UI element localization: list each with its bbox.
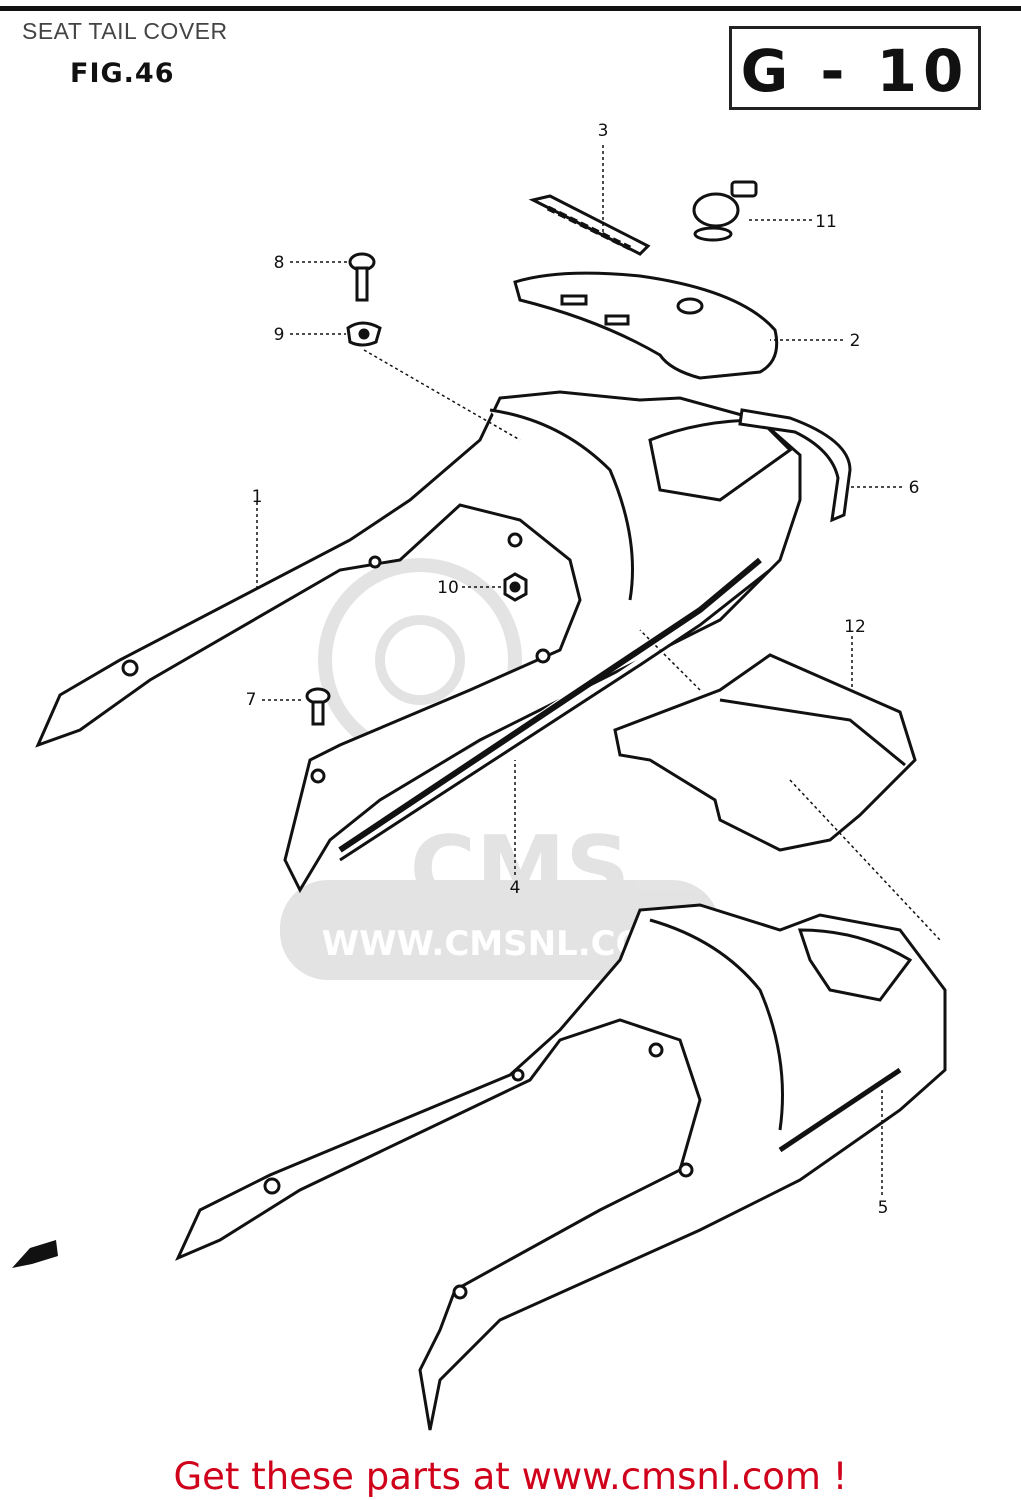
part-11-key-lock [692,180,758,242]
footer-link-text[interactable]: Get these parts at www.cmsnl.com ! [173,1455,848,1498]
callout-12: 12 [844,617,866,637]
callout-labels: 3 11 2 8 9 1 6 10 12 7 4 5 [246,121,920,1218]
callout-2: 2 [850,331,861,351]
callout-8: 8 [274,253,285,273]
page-title: SEAT TAIL COVER [22,18,228,44]
watermark-brand: CMS [410,817,630,922]
leader-lines [256,145,941,1195]
top-rule [0,6,1021,11]
front-direction-arrow-icon [12,1240,58,1268]
part-7-screw [305,687,331,726]
part-3-emblem [528,194,651,256]
callout-6: 6 [909,478,920,498]
callout-7: 7 [246,690,257,710]
part-10-nut [503,572,528,602]
part-8-screw [348,252,376,302]
callout-11: 11 [815,212,837,232]
watermark-logo: CMS WWW.CMSNL.COM [280,558,720,980]
callout-4: 4 [510,878,521,898]
figure-label: FIG.46 [70,58,175,89]
part-6-seal-strip [738,408,852,523]
part-9-washer [346,321,382,347]
part-5-lower-tail-cover [175,903,947,1431]
callout-1: 1 [252,487,263,507]
callout-3: 3 [598,121,609,141]
callout-5: 5 [878,1198,889,1218]
callout-9: 9 [274,325,285,345]
part-2-cover-cap [513,271,779,380]
part-12-tray [613,653,917,852]
watermark-url: WWW.CMSNL.COM [322,924,679,964]
part-1-seat-tail-cover [35,390,802,894]
callout-10: 10 [437,578,459,598]
reference-code: G - 10 [740,37,970,105]
reference-box: G - 10 [729,26,981,110]
